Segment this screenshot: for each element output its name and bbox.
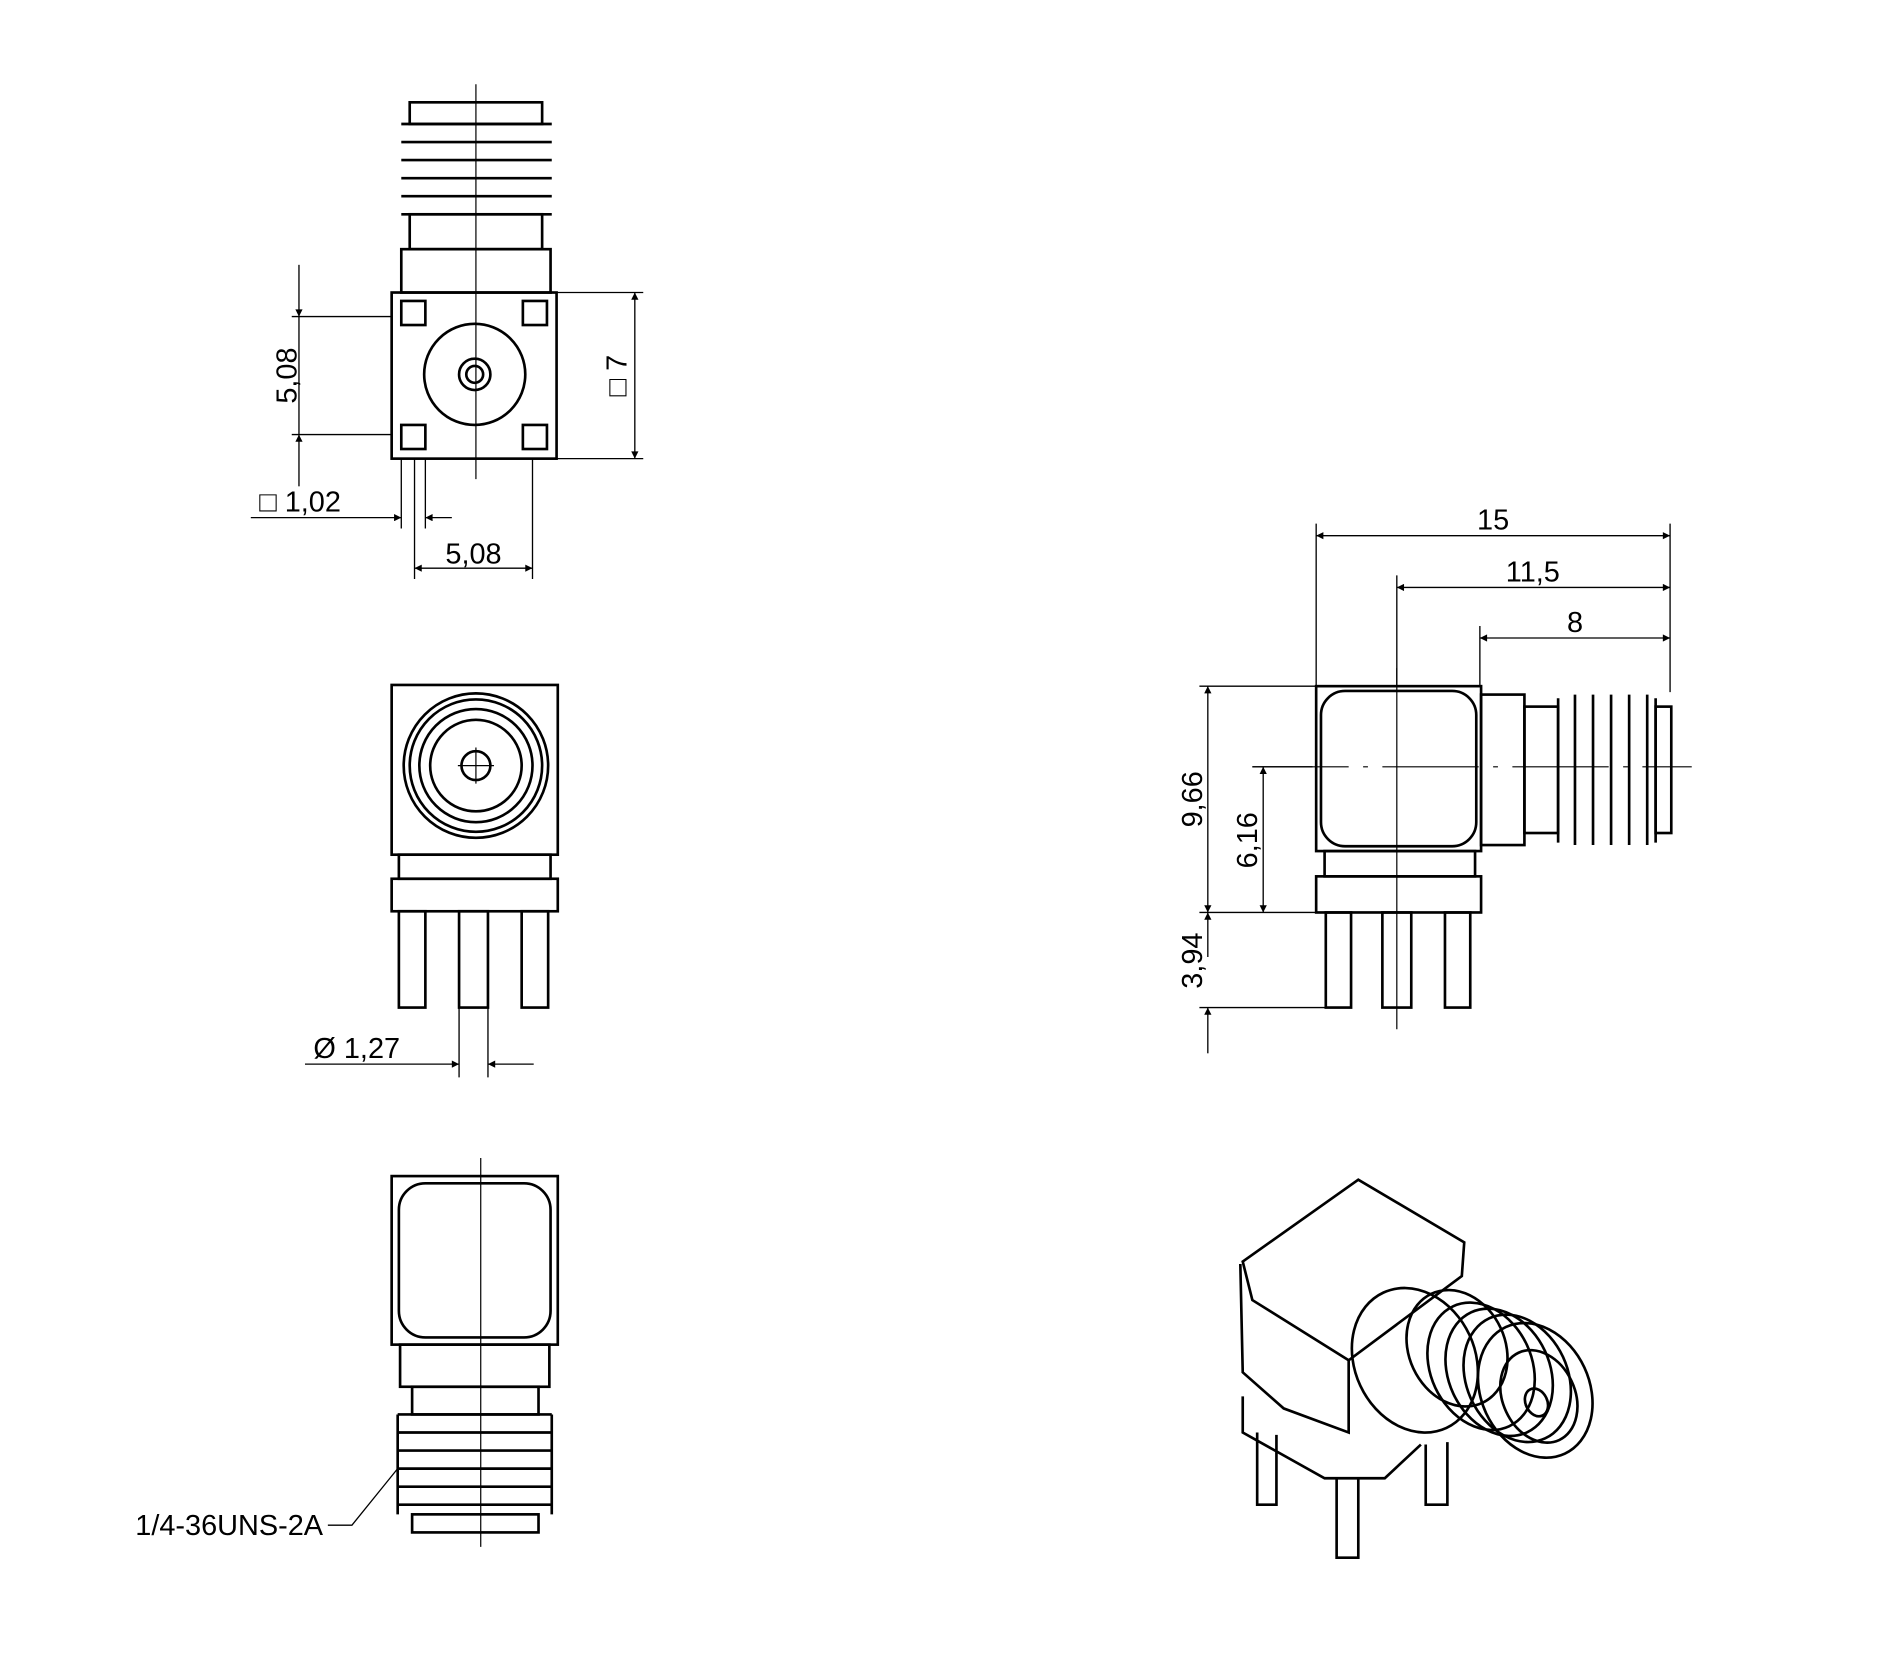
dim-square-size: □ 7 (601, 355, 633, 397)
thread-spec-label: 1/4-36UNS-2A (135, 1510, 324, 1542)
dim-overall-length: 15 (1477, 505, 1509, 537)
body-square (390, 291, 558, 460)
bottom-view: 1/4-36UNS-2A (135, 1158, 560, 1547)
isometric-view (1239, 1178, 1594, 1560)
dim-height: 9,66 (1177, 771, 1209, 827)
dim-pad-size: □ 1,02 (259, 487, 341, 519)
dim-pin-diameter: Ø 1,27 (313, 1033, 400, 1065)
dim-axis-height: 6,16 (1232, 812, 1264, 868)
side-view: 15 11,5 8 9,66 6,16 3,94 (1177, 505, 1692, 1054)
dim-axis-to-end: 11,5 (1506, 556, 1560, 588)
dim-thread-length: 8 (1567, 607, 1583, 639)
dim-pitch-vertical: 5,08 (272, 347, 304, 403)
dim-pin-length: 3,94 (1177, 933, 1209, 989)
top-view: 5,08 □ 7 □ 1,02 5,08 (250, 84, 644, 580)
dim-pitch-horizontal: 5,08 (445, 538, 501, 570)
front-view: Ø 1,27 (304, 683, 560, 1078)
